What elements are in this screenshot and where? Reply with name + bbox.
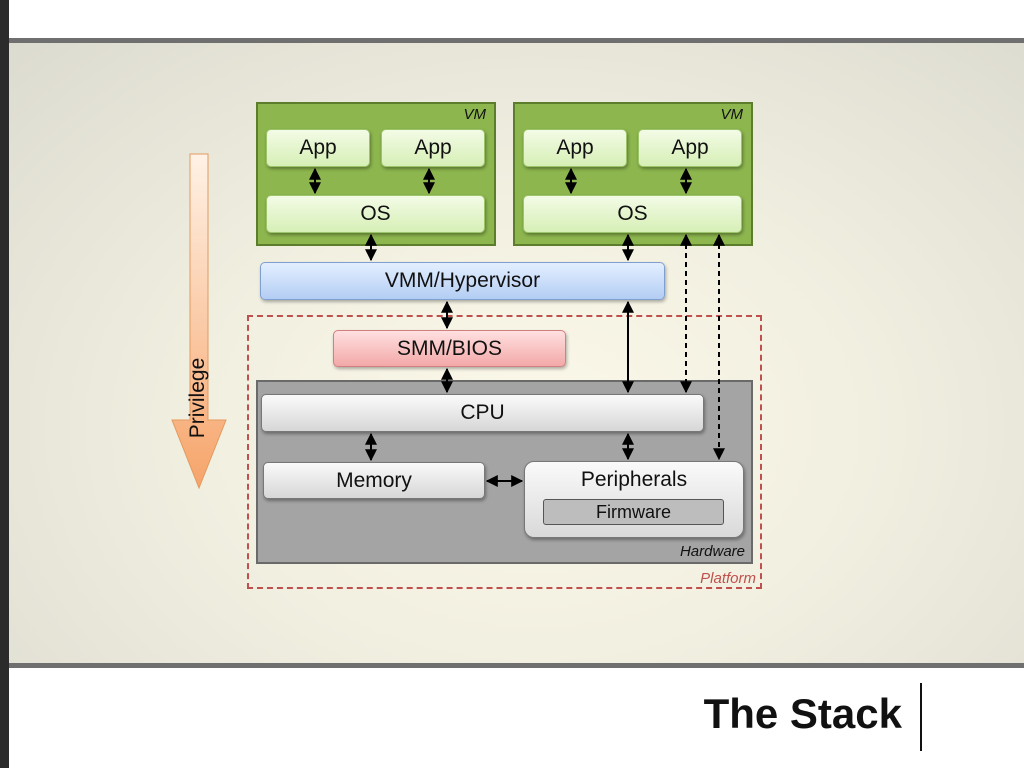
memory-box: Memory — [263, 462, 485, 499]
slide-bottom-band — [9, 668, 1024, 768]
peripherals-box: Peripherals Firmware — [524, 461, 744, 538]
title-rule — [920, 683, 922, 751]
vm-right-app-2: App — [638, 129, 742, 167]
hardware-label: Hardware — [679, 543, 745, 560]
vm-right-app-1: App — [523, 129, 627, 167]
vm-left-app-1: App — [266, 129, 370, 167]
peripherals-label: Peripherals — [580, 468, 688, 491]
platform-label: Platform — [700, 570, 756, 587]
vm-right-os: OS — [523, 195, 742, 233]
cpu-box: CPU — [261, 394, 704, 432]
vm-left-os: OS — [266, 195, 485, 233]
firmware-box: Firmware — [543, 499, 724, 525]
vm-left-app-2: App — [381, 129, 485, 167]
slide-top-band — [9, 0, 1024, 38]
vm-left-label: VM — [463, 106, 487, 123]
privilege-arrow — [171, 153, 227, 490]
vm-right-label: VM — [720, 106, 744, 123]
platform-outline: Platform — [247, 315, 762, 589]
smm-bios-box: SMM/BIOS — [333, 330, 566, 367]
slide-left-edge — [0, 0, 9, 768]
slide-title: The Stack — [703, 690, 902, 737]
hypervisor-box: VMM/Hypervisor — [260, 262, 665, 300]
